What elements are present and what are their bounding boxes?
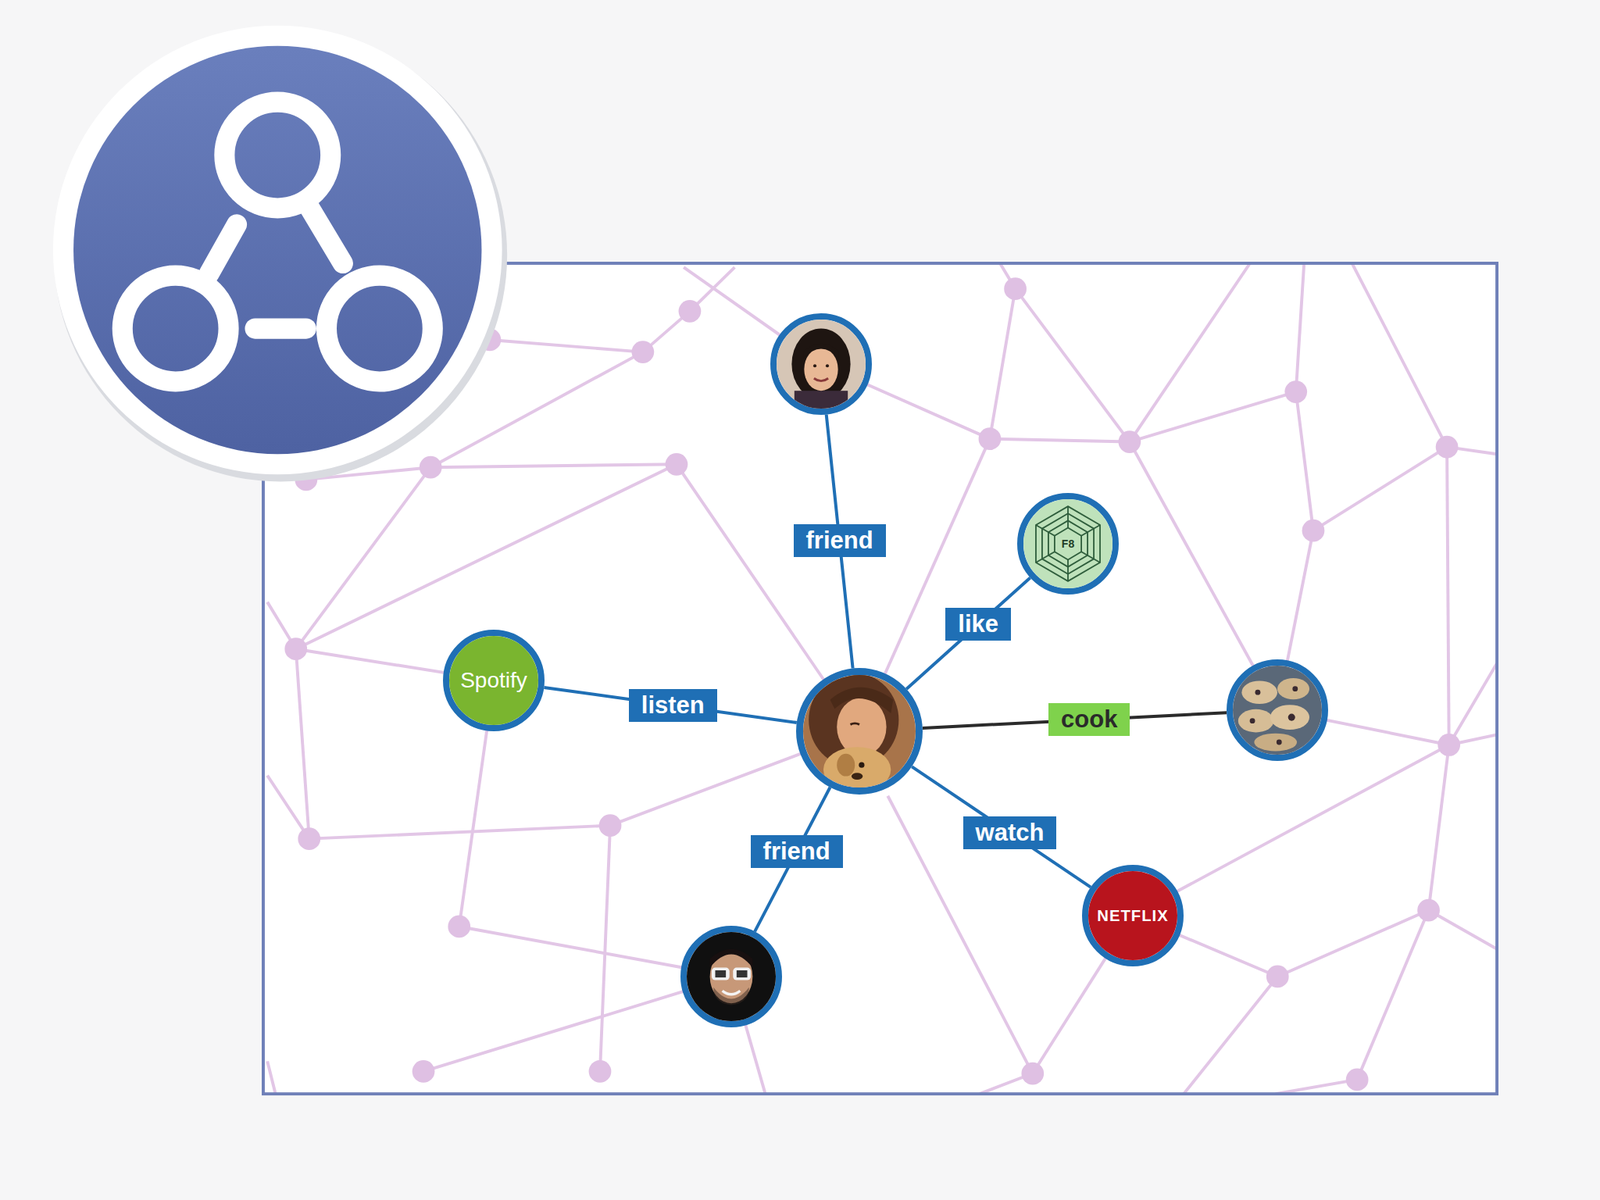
cookies-picture <box>1232 665 1322 755</box>
logo-text: Spotify <box>460 669 528 692</box>
relation-label: watch <box>963 816 1058 850</box>
logo-text: F8 <box>1061 538 1075 550</box>
woman-node <box>770 313 872 415</box>
netflix-node: NETFLIX <box>1082 864 1184 967</box>
relation-label: like <box>945 607 1011 641</box>
cookies-node <box>1226 659 1329 761</box>
relation-label: friend <box>793 524 886 558</box>
relation-label: friend <box>750 835 843 868</box>
relation-label: listen <box>628 689 718 722</box>
man-node <box>680 925 783 1028</box>
woman-picture <box>776 319 866 409</box>
relation-line <box>906 578 1031 690</box>
f8-node: F8 <box>1017 492 1119 595</box>
relation-label: cook <box>1048 703 1130 736</box>
graph-api-icon <box>53 25 508 483</box>
relation-line <box>911 766 1091 887</box>
spotify-node: Spotify <box>442 629 545 732</box>
logo-text: NETFLIX <box>1096 907 1169 924</box>
relation-line <box>543 687 797 723</box>
man-picture <box>686 932 776 1022</box>
me-node <box>796 667 923 795</box>
me-picture <box>803 675 916 788</box>
